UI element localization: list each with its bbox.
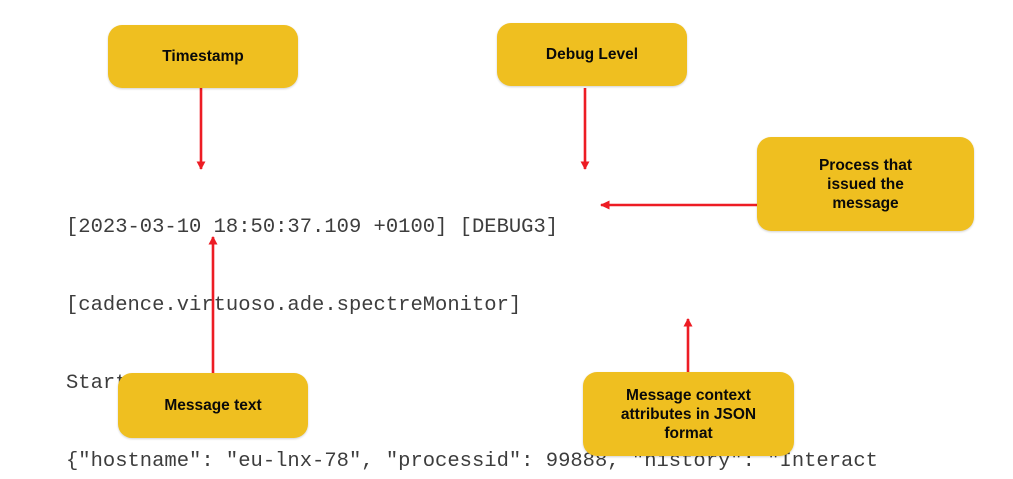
callout-process-line-2: issued the xyxy=(827,175,904,193)
log-line-timestamp-level: [2023-03-10 18:50:37.109 +0100] [DEBUG3] xyxy=(66,216,559,239)
callout-message-text[interactable]: Message text xyxy=(118,373,308,438)
callout-process-line-3: message xyxy=(832,194,899,212)
log-line-json-1: {"hostname": "eu-lnx-78", "processid": 9… xyxy=(66,450,878,473)
callout-process[interactable]: Process that issued the message xyxy=(757,137,974,231)
callout-json-context-line-1: Message context xyxy=(626,386,751,404)
callout-json-context[interactable]: Message context attributes in JSON forma… xyxy=(583,372,794,456)
log-line-process: [cadence.virtuoso.ade.spectreMonitor] xyxy=(66,294,522,317)
callout-debug-level[interactable]: Debug Level xyxy=(497,23,687,86)
callout-process-line-1: Process that xyxy=(818,156,913,174)
callout-json-context-line-2: attributes in JSON xyxy=(620,405,757,423)
callout-message-text-line-1: Message text xyxy=(164,397,262,414)
callout-json-context-line-3: format xyxy=(664,424,713,442)
callout-debug-level-line-1: Debug Level xyxy=(545,46,639,63)
callout-timestamp-line-1: Timestamp xyxy=(162,48,244,65)
callout-timestamp[interactable]: Timestamp xyxy=(108,25,298,88)
